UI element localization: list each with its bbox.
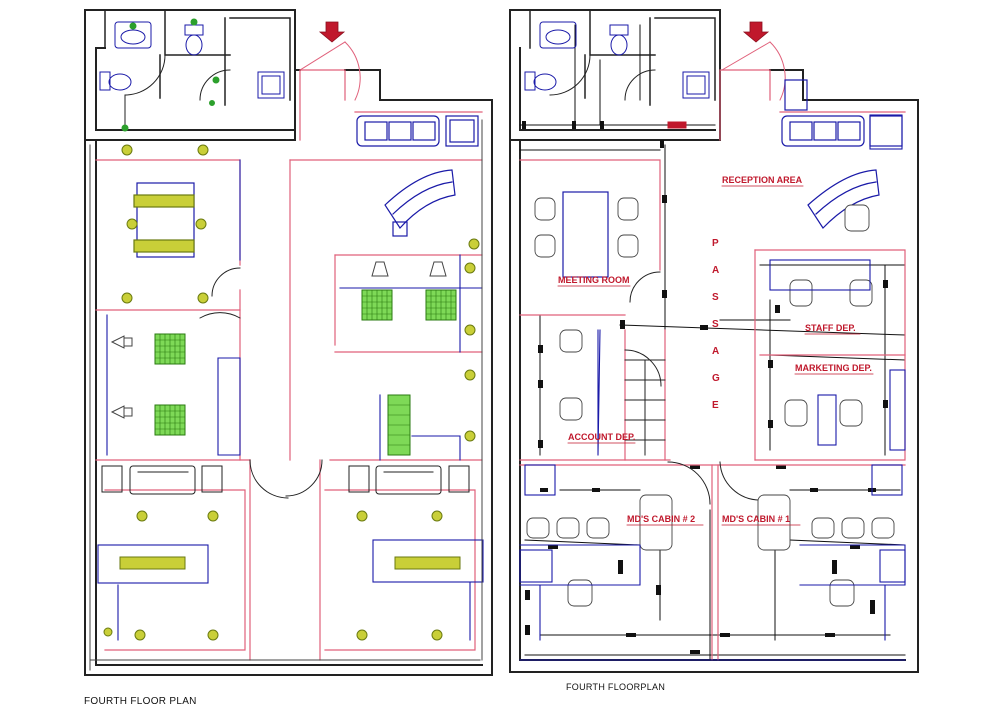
washbasin-icon bbox=[114, 21, 152, 49]
passage-letter: A bbox=[712, 346, 719, 357]
room-label-account: ACCOUNT DEP. bbox=[568, 432, 635, 442]
left-windows bbox=[89, 119, 483, 671]
passage-letter: S bbox=[712, 319, 719, 330]
left-doors bbox=[124, 54, 323, 499]
room-label-reception: RECEPTION AREA bbox=[722, 175, 803, 185]
left-lamps bbox=[110, 261, 447, 419]
right-reception-furniture bbox=[781, 79, 903, 229]
passage-letter: G bbox=[712, 373, 720, 384]
room-label-meeting: MEETING ROOM bbox=[558, 275, 630, 285]
ceiling-light-icon bbox=[103, 144, 480, 641]
right-stairs bbox=[624, 359, 666, 456]
room-label-md-cabin-1: MD'S CABIN # 1 bbox=[722, 514, 790, 524]
passage-letter: S bbox=[712, 292, 719, 303]
left-reception-furniture bbox=[356, 115, 479, 237]
right-sanitary bbox=[524, 21, 710, 129]
right-dim-ticks bbox=[522, 121, 888, 654]
room-label-staff: STAFF DEP. bbox=[805, 323, 856, 333]
left-floor-plan bbox=[84, 9, 493, 676]
right-partitions bbox=[519, 69, 906, 661]
passage-letter: A bbox=[712, 265, 719, 276]
left-grid-chairs bbox=[154, 289, 457, 456]
right-entry-door bbox=[721, 41, 786, 101]
label-underlines bbox=[557, 185, 874, 526]
left-conference bbox=[133, 182, 195, 258]
left-grid-lines bbox=[154, 289, 457, 446]
right-blue-furniture bbox=[519, 114, 906, 661]
toilet-icon bbox=[184, 24, 204, 36]
left-plan-caption: FOURTH FLOOR PLAN bbox=[84, 696, 197, 707]
left-sanitary bbox=[99, 21, 285, 99]
arrow-down-icon bbox=[318, 21, 346, 43]
room-label-marketing: MARKETING DEP. bbox=[795, 363, 872, 373]
right-plan-caption: FOURTH FLOORPLAN bbox=[566, 682, 666, 692]
left-outer-walls bbox=[84, 9, 493, 676]
left-green-fixtures bbox=[121, 18, 220, 132]
right-meeting-furniture bbox=[562, 191, 609, 278]
toilet-icon bbox=[609, 24, 629, 36]
left-desks bbox=[119, 556, 461, 570]
left-partitions bbox=[95, 69, 483, 661]
washbasin-icon bbox=[539, 21, 577, 49]
arrow-down-icon bbox=[742, 21, 770, 43]
right-floor-plan: RECEPTION AREA MEETING ROOM STAFF DEP. M… bbox=[509, 9, 919, 673]
room-label-md-cabin-2: MD'S CABIN # 2 bbox=[627, 514, 695, 524]
left-entry-door bbox=[299, 41, 361, 101]
passage-label: P A S S A G E bbox=[712, 238, 720, 411]
left-cabin-sofas bbox=[101, 465, 470, 495]
passage-letter: P bbox=[712, 238, 719, 249]
left-toilet-walls bbox=[104, 9, 291, 131]
passage-letter: E bbox=[712, 400, 719, 411]
chair-icon bbox=[526, 197, 895, 607]
